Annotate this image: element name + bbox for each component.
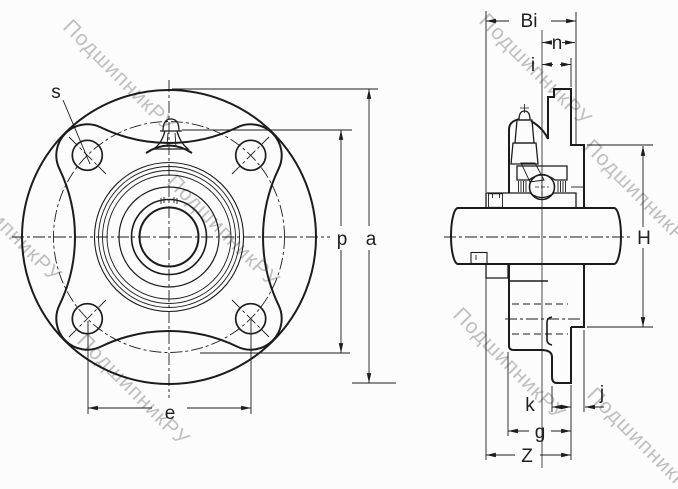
- watermark-text: ПодшипникРУ: [72, 329, 194, 451]
- flange-lobe-contour: [55, 123, 283, 351]
- dimension-n: n: [542, 33, 575, 54]
- grease-nipple-front: [152, 118, 190, 150]
- bolt-pitch-circle: [53, 121, 285, 353]
- dim-label-g: g: [535, 422, 546, 443]
- housing-ring-circle: [93, 161, 245, 313]
- housing-lower-outline: [505, 264, 585, 384]
- dim-label-j: j: [599, 383, 604, 404]
- centerlines: [12, 80, 330, 398]
- bearing-seals: [518, 181, 566, 192]
- bolt-holes: [71, 139, 267, 335]
- dim-label-z: Z: [521, 446, 533, 467]
- dimension-k: k: [525, 385, 572, 460]
- dim-label-n: n: [552, 33, 563, 54]
- shaft: [444, 207, 632, 265]
- ball-center-mark: [535, 179, 549, 195]
- watermark-text: ПодшипникРУ: [58, 15, 180, 137]
- housing-upper-outline: [508, 88, 585, 208]
- concentric-circles: [93, 161, 245, 313]
- dimension-bi: Bi: [485, 11, 577, 192]
- watermark-text: ПодшипникРУ: [579, 135, 678, 257]
- dim-label-e: e: [165, 403, 176, 424]
- housing-ring-circle: [102, 170, 236, 304]
- hidden-bolt-hole: [512, 303, 568, 335]
- dimension-e: e: [87, 320, 252, 424]
- shaft-bore-circle: [138, 206, 200, 268]
- dimension-s: s: [51, 82, 91, 165]
- shaft-left-end: [450, 207, 459, 265]
- dim-label-i: i: [531, 55, 535, 76]
- dimension-g: g: [507, 352, 571, 443]
- dim-label-a: a: [366, 229, 377, 250]
- dimension-j: j: [583, 330, 604, 412]
- bearing-ball: [528, 173, 556, 201]
- bolt-hole: [71, 302, 104, 335]
- set-screw-marks: [160, 197, 178, 204]
- housing-ring-circle: [106, 174, 232, 300]
- set-screw: [488, 193, 503, 208]
- housing-ring-circle: [98, 166, 240, 308]
- set-screw-lower: [470, 251, 488, 265]
- dim-label-s: s: [51, 82, 61, 103]
- bearing-outer-circle: [118, 186, 220, 288]
- dimension-h: H: [587, 144, 653, 328]
- dim-label-k: k: [525, 395, 535, 416]
- nipple-boss-arc: [145, 144, 193, 154]
- dimension-p: p: [182, 129, 352, 354]
- watermark-text: ПодшипникРУ: [582, 383, 678, 489]
- bolt-hole: [71, 139, 104, 172]
- dim-label-p: p: [337, 229, 348, 250]
- dim-label-bi: Bi: [521, 11, 538, 32]
- front-view: s e p a: [12, 80, 396, 424]
- dim-label-h: H: [637, 228, 651, 249]
- grease-nipple-side: [510, 104, 545, 183]
- inner-ring-circle: [130, 198, 208, 276]
- flange-outer-circle: [21, 89, 317, 385]
- dimension-a: a: [172, 88, 396, 384]
- bolt-hole: [234, 139, 267, 172]
- dimension-z: Z: [485, 278, 571, 467]
- side-section-view: Bi n i H k: [444, 11, 653, 468]
- dimension-i: i: [531, 55, 572, 87]
- collar-section-lower: [485, 263, 509, 279]
- shaft-right-end: [613, 207, 622, 265]
